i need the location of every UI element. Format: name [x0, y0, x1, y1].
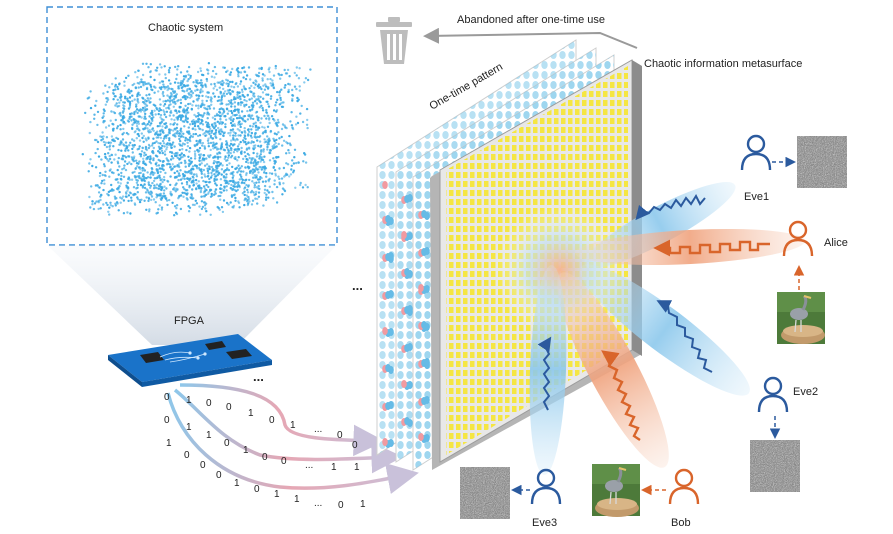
bit-stream-arc-2 — [173, 388, 403, 474]
noise-image-eve1 — [797, 136, 847, 188]
beams — [495, 182, 805, 475]
bit-label: 0 — [281, 456, 287, 467]
bit-label: 0 — [206, 398, 212, 409]
bit-label: 1 — [354, 462, 360, 473]
bit-label: ... — [314, 498, 322, 509]
chaotic-point-cloud — [81, 62, 312, 217]
bit-label: 0 — [337, 430, 343, 441]
bit-label: 0 — [164, 392, 170, 403]
bit-label: 0 — [269, 415, 275, 426]
bit-label: 1 — [294, 494, 300, 505]
beam-eve2 — [580, 264, 750, 396]
user-label-alice: Alice — [824, 237, 848, 249]
bit-label: 0 — [254, 484, 260, 495]
bit-label: 1 — [186, 422, 192, 433]
fpga-label: FPGA — [174, 315, 205, 327]
user-label-eve2: Eve2 — [793, 386, 818, 398]
layers-ellipsis: ... — [352, 278, 363, 293]
bit-label: 0 — [226, 402, 232, 413]
bit-label: 1 — [360, 499, 366, 510]
person-icon-bob — [668, 468, 700, 505]
bit-label: 1 — [248, 408, 254, 419]
chaotic-system-label: Chaotic system — [148, 22, 223, 34]
bit-label: 0 — [200, 460, 206, 471]
trash-icon — [376, 17, 412, 64]
bit-label: 0 — [184, 450, 190, 461]
bit-label: 1 — [290, 420, 296, 431]
bit-stream-arc-1 — [179, 383, 385, 457]
noise-image-eve3 — [460, 467, 510, 519]
projection-cone — [47, 245, 337, 345]
person-icon-eve3 — [530, 468, 562, 505]
bit-label: 1 — [166, 438, 172, 449]
user-label-eve3: Eve3 — [532, 517, 557, 529]
noise-image-eve2 — [750, 440, 800, 492]
user-label-eve1: Eve1 — [744, 191, 769, 203]
bit-label: 0 — [216, 470, 222, 481]
bit-stream-arc-3 — [166, 392, 419, 494]
bit-label: 1 — [243, 445, 249, 456]
metasurface-label: Chaotic information metasurface — [644, 58, 802, 70]
bit-label: 1 — [234, 478, 240, 489]
person-icon-eve1 — [740, 134, 772, 171]
bit-label: 1 — [274, 489, 280, 500]
bit-label: 1 — [186, 395, 192, 406]
abandon-arrow — [423, 27, 638, 49]
bit-label: ... — [305, 460, 313, 471]
abandoned-label: Abandoned after one-time use — [457, 14, 605, 26]
bit-label: ... — [314, 424, 322, 435]
bit-label: 0 — [262, 452, 268, 463]
chaotic-system-frame — [46, 6, 338, 246]
person-icon-eve2 — [757, 376, 789, 413]
bird-photo-bob — [592, 464, 640, 517]
user-label-bob: Bob — [671, 517, 691, 529]
bird-photo-alice — [777, 292, 825, 344]
board-ellipsis: ... — [253, 369, 264, 384]
person-icon-alice — [782, 220, 814, 257]
bit-label: 1 — [331, 462, 337, 473]
bit-label: 0 — [338, 500, 344, 511]
bit-label: 0 — [224, 438, 230, 449]
bit-label: 0 — [164, 415, 170, 426]
fpga-board — [108, 334, 272, 387]
beam-bob — [557, 272, 669, 468]
bit-label: 1 — [206, 430, 212, 441]
bit-label: 0 — [352, 440, 358, 451]
